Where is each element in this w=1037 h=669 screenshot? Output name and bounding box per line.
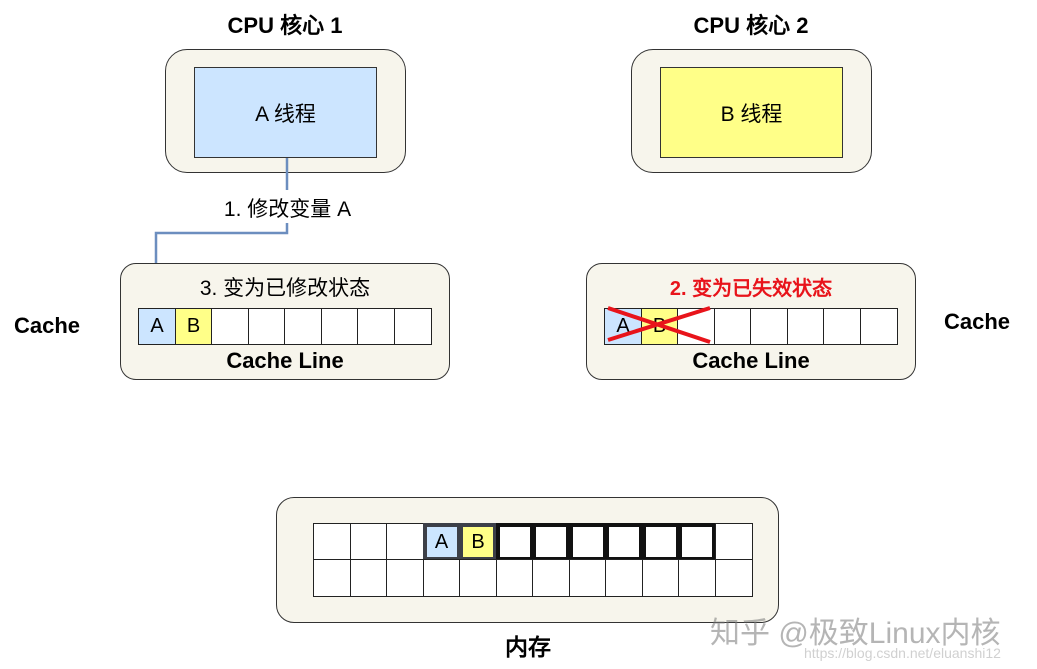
memory-cell — [641, 559, 680, 597]
memory-row-2 — [313, 559, 753, 597]
memory-cell — [349, 559, 388, 597]
memory-cell — [678, 523, 716, 561]
cache1-side-label: Cache — [14, 313, 81, 338]
memory-cell — [568, 523, 607, 561]
memory-cell — [495, 559, 534, 597]
memory-cell — [641, 523, 680, 561]
cache2-cell — [823, 308, 861, 345]
thread-a-label: A 线程 — [255, 102, 316, 126]
thread-a-box: A 线程 — [194, 67, 377, 158]
memory-cell — [678, 559, 716, 597]
cache1-cell — [284, 308, 322, 345]
memory-cell — [459, 559, 497, 597]
memory-cell-a: A — [422, 523, 461, 561]
memory-cell — [386, 523, 424, 561]
memory-cell — [313, 523, 351, 561]
memory-cell — [714, 559, 753, 597]
cache1-cell-a: A — [138, 308, 176, 345]
cache1-cell — [211, 308, 249, 345]
thread-b-box: B 线程 — [660, 67, 843, 158]
memory-cell — [422, 559, 461, 597]
cache2-cell — [859, 308, 898, 345]
memory-cell — [605, 523, 643, 561]
thread-b-label: B 线程 — [720, 102, 783, 126]
memory-cell — [605, 559, 643, 597]
core2-title: CPU 核心 2 — [693, 13, 809, 38]
cache2-side-label: Cache — [944, 309, 1011, 334]
cache2-cell — [713, 308, 752, 345]
invalid-cross-icon — [607, 306, 711, 344]
watermark-url: https://blog.csdn.net/eluanshi12 — [804, 645, 1001, 661]
cache1-status: 3. 变为已修改状态 — [199, 277, 371, 300]
cache1-cell — [393, 308, 432, 345]
memory-label: 内存 — [505, 634, 551, 660]
cache2-cell — [786, 308, 825, 345]
cache1-cell-b: B — [174, 308, 213, 345]
cache2-cell — [750, 308, 788, 345]
memory-cell — [349, 523, 388, 561]
memory-cell — [386, 559, 424, 597]
memory-cell — [568, 559, 607, 597]
cache1-cell — [247, 308, 286, 345]
memory-cell — [532, 559, 570, 597]
cache2-line-label: Cache Line — [692, 348, 810, 373]
arrow-label: 1. 修改变量 A — [200, 193, 375, 223]
memory-row-1: A B — [313, 523, 753, 561]
cache1-line-label: Cache Line — [226, 348, 344, 373]
memory-cell — [495, 523, 534, 561]
cache1-cell — [357, 308, 395, 345]
cache1-line: A B — [138, 308, 432, 345]
watermark-main: 知乎 @极致Linux内核 — [710, 617, 1001, 650]
cache1-cell — [320, 308, 359, 345]
memory-cell — [714, 523, 753, 561]
memory-cell — [313, 559, 351, 597]
core2-container: B 线程 — [631, 49, 872, 173]
cache2-status: 2. 变为已失效状态 — [669, 278, 833, 300]
core1-title: CPU 核心 1 — [227, 13, 343, 38]
memory-cell — [532, 523, 570, 561]
core1-container: A 线程 — [165, 49, 406, 173]
memory-cell-b: B — [459, 523, 497, 561]
